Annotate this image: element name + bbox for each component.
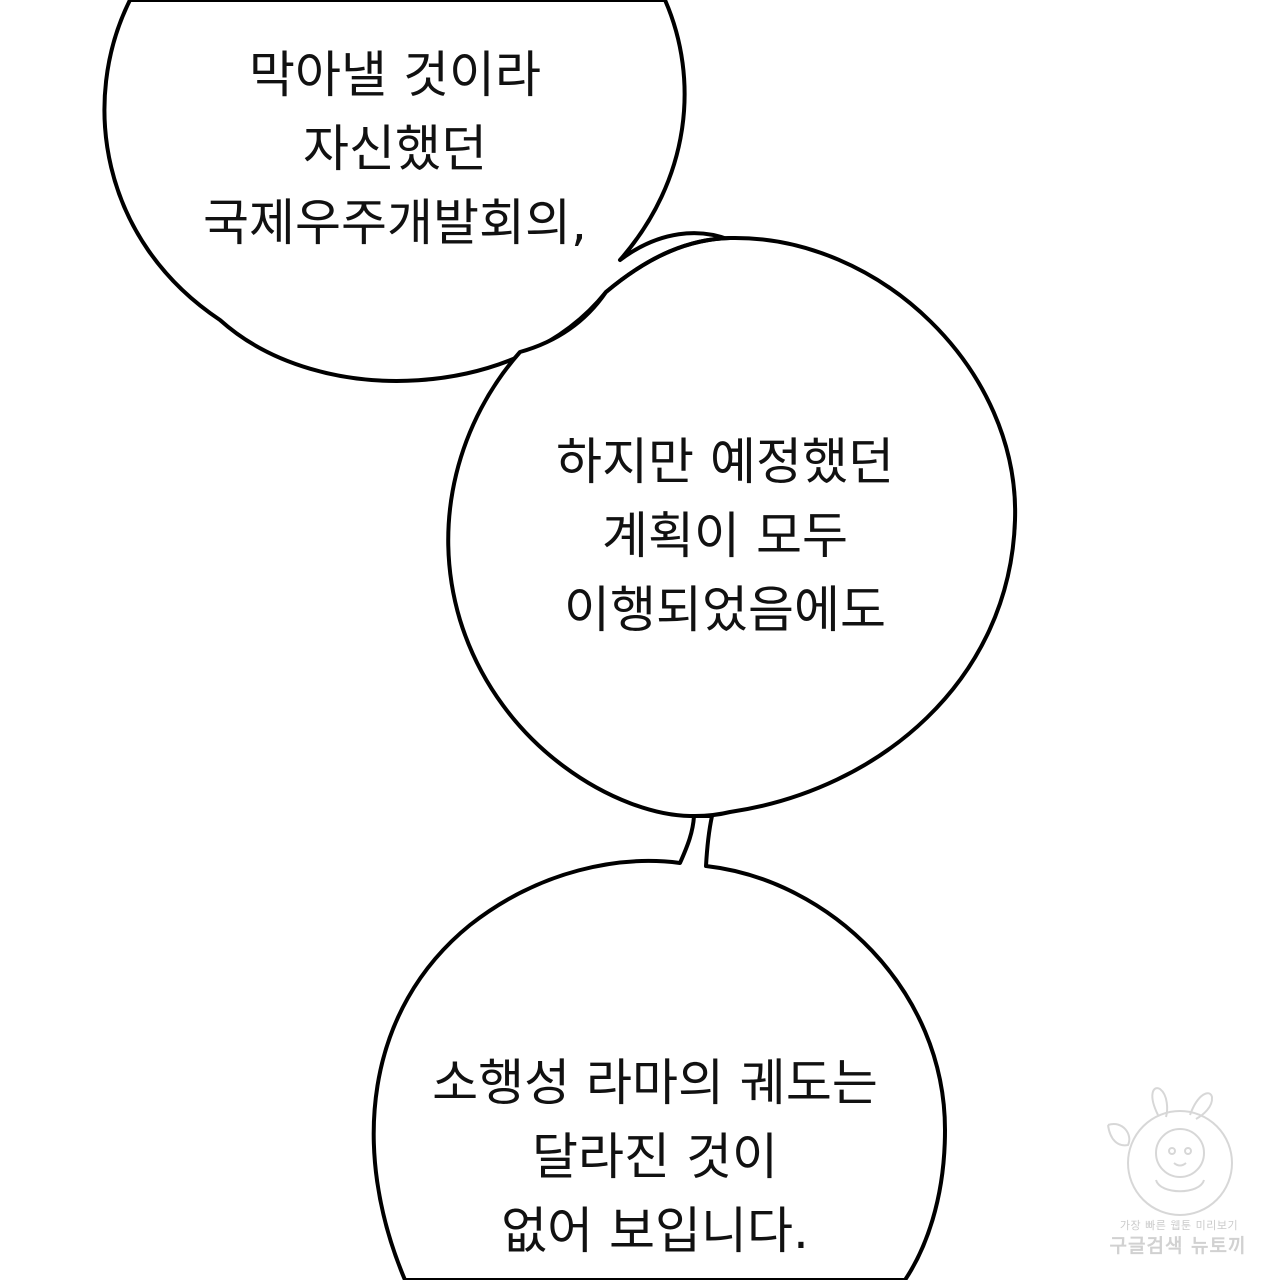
speech-bubble-1: [102, 0, 732, 383]
bubble-1-line-3: 자신했던: [303, 120, 487, 178]
bubble-1-line-1: [175, 0, 615, 38]
watermark: 가장 빠른 웹툰 미리보기 구글검색 뉴토끼: [1098, 1085, 1258, 1257]
watermark-site: 구글검색 뉴토끼: [1109, 1235, 1247, 1257]
speech-bubble-3: [371, 814, 947, 1280]
bubble-2-line-1: 하지만 예정했던: [556, 433, 894, 491]
bubble-seam: [604, 236, 731, 294]
bubble-2-line-3: 이행되었음에도: [564, 581, 886, 639]
watermark-tagline: 가장 빠른 웹툰 미리보기: [1119, 1219, 1239, 1232]
speech-bubble-3-text: 소행성 라마의 궤도는 달라진 것이 없어 보입니다.: [395, 1046, 915, 1268]
bubble-3-line-3: 없어 보입니다.: [501, 1202, 809, 1260]
speech-bubble-2-text: 하지만 예정했던 계획이 모두 이행되었음에도: [495, 425, 955, 647]
bubble-2-line-2: 계획이 모두: [602, 507, 848, 565]
bubble-3-line-1: 소행성 라마의 궤도는: [432, 1054, 878, 1112]
bubble-3-line-2: 달라진 것이: [532, 1128, 778, 1186]
speech-bubble-1-text: 막아낼 것이라 자신했던 국제우주개발회의,: [175, 0, 615, 260]
bubble-1-line-4: 국제우주개발회의,: [203, 194, 587, 252]
bunny-mascot-icon: [1107, 1087, 1233, 1216]
bubble-1-line-2: 막아낼 것이라: [249, 46, 541, 104]
